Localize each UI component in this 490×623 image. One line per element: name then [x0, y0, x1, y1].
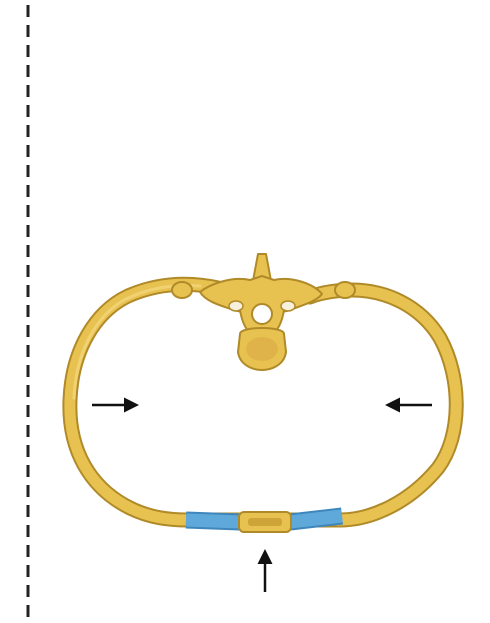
compression-arrows	[92, 405, 432, 592]
left-rib-tubercle	[172, 282, 192, 298]
rib-highlight	[74, 286, 200, 398]
vertebral-foramen	[252, 304, 272, 324]
right-facet	[281, 301, 295, 311]
left-facet	[229, 301, 243, 311]
right-rib-tubercle	[335, 282, 355, 298]
vertebra	[200, 254, 322, 370]
sternum	[239, 512, 291, 532]
